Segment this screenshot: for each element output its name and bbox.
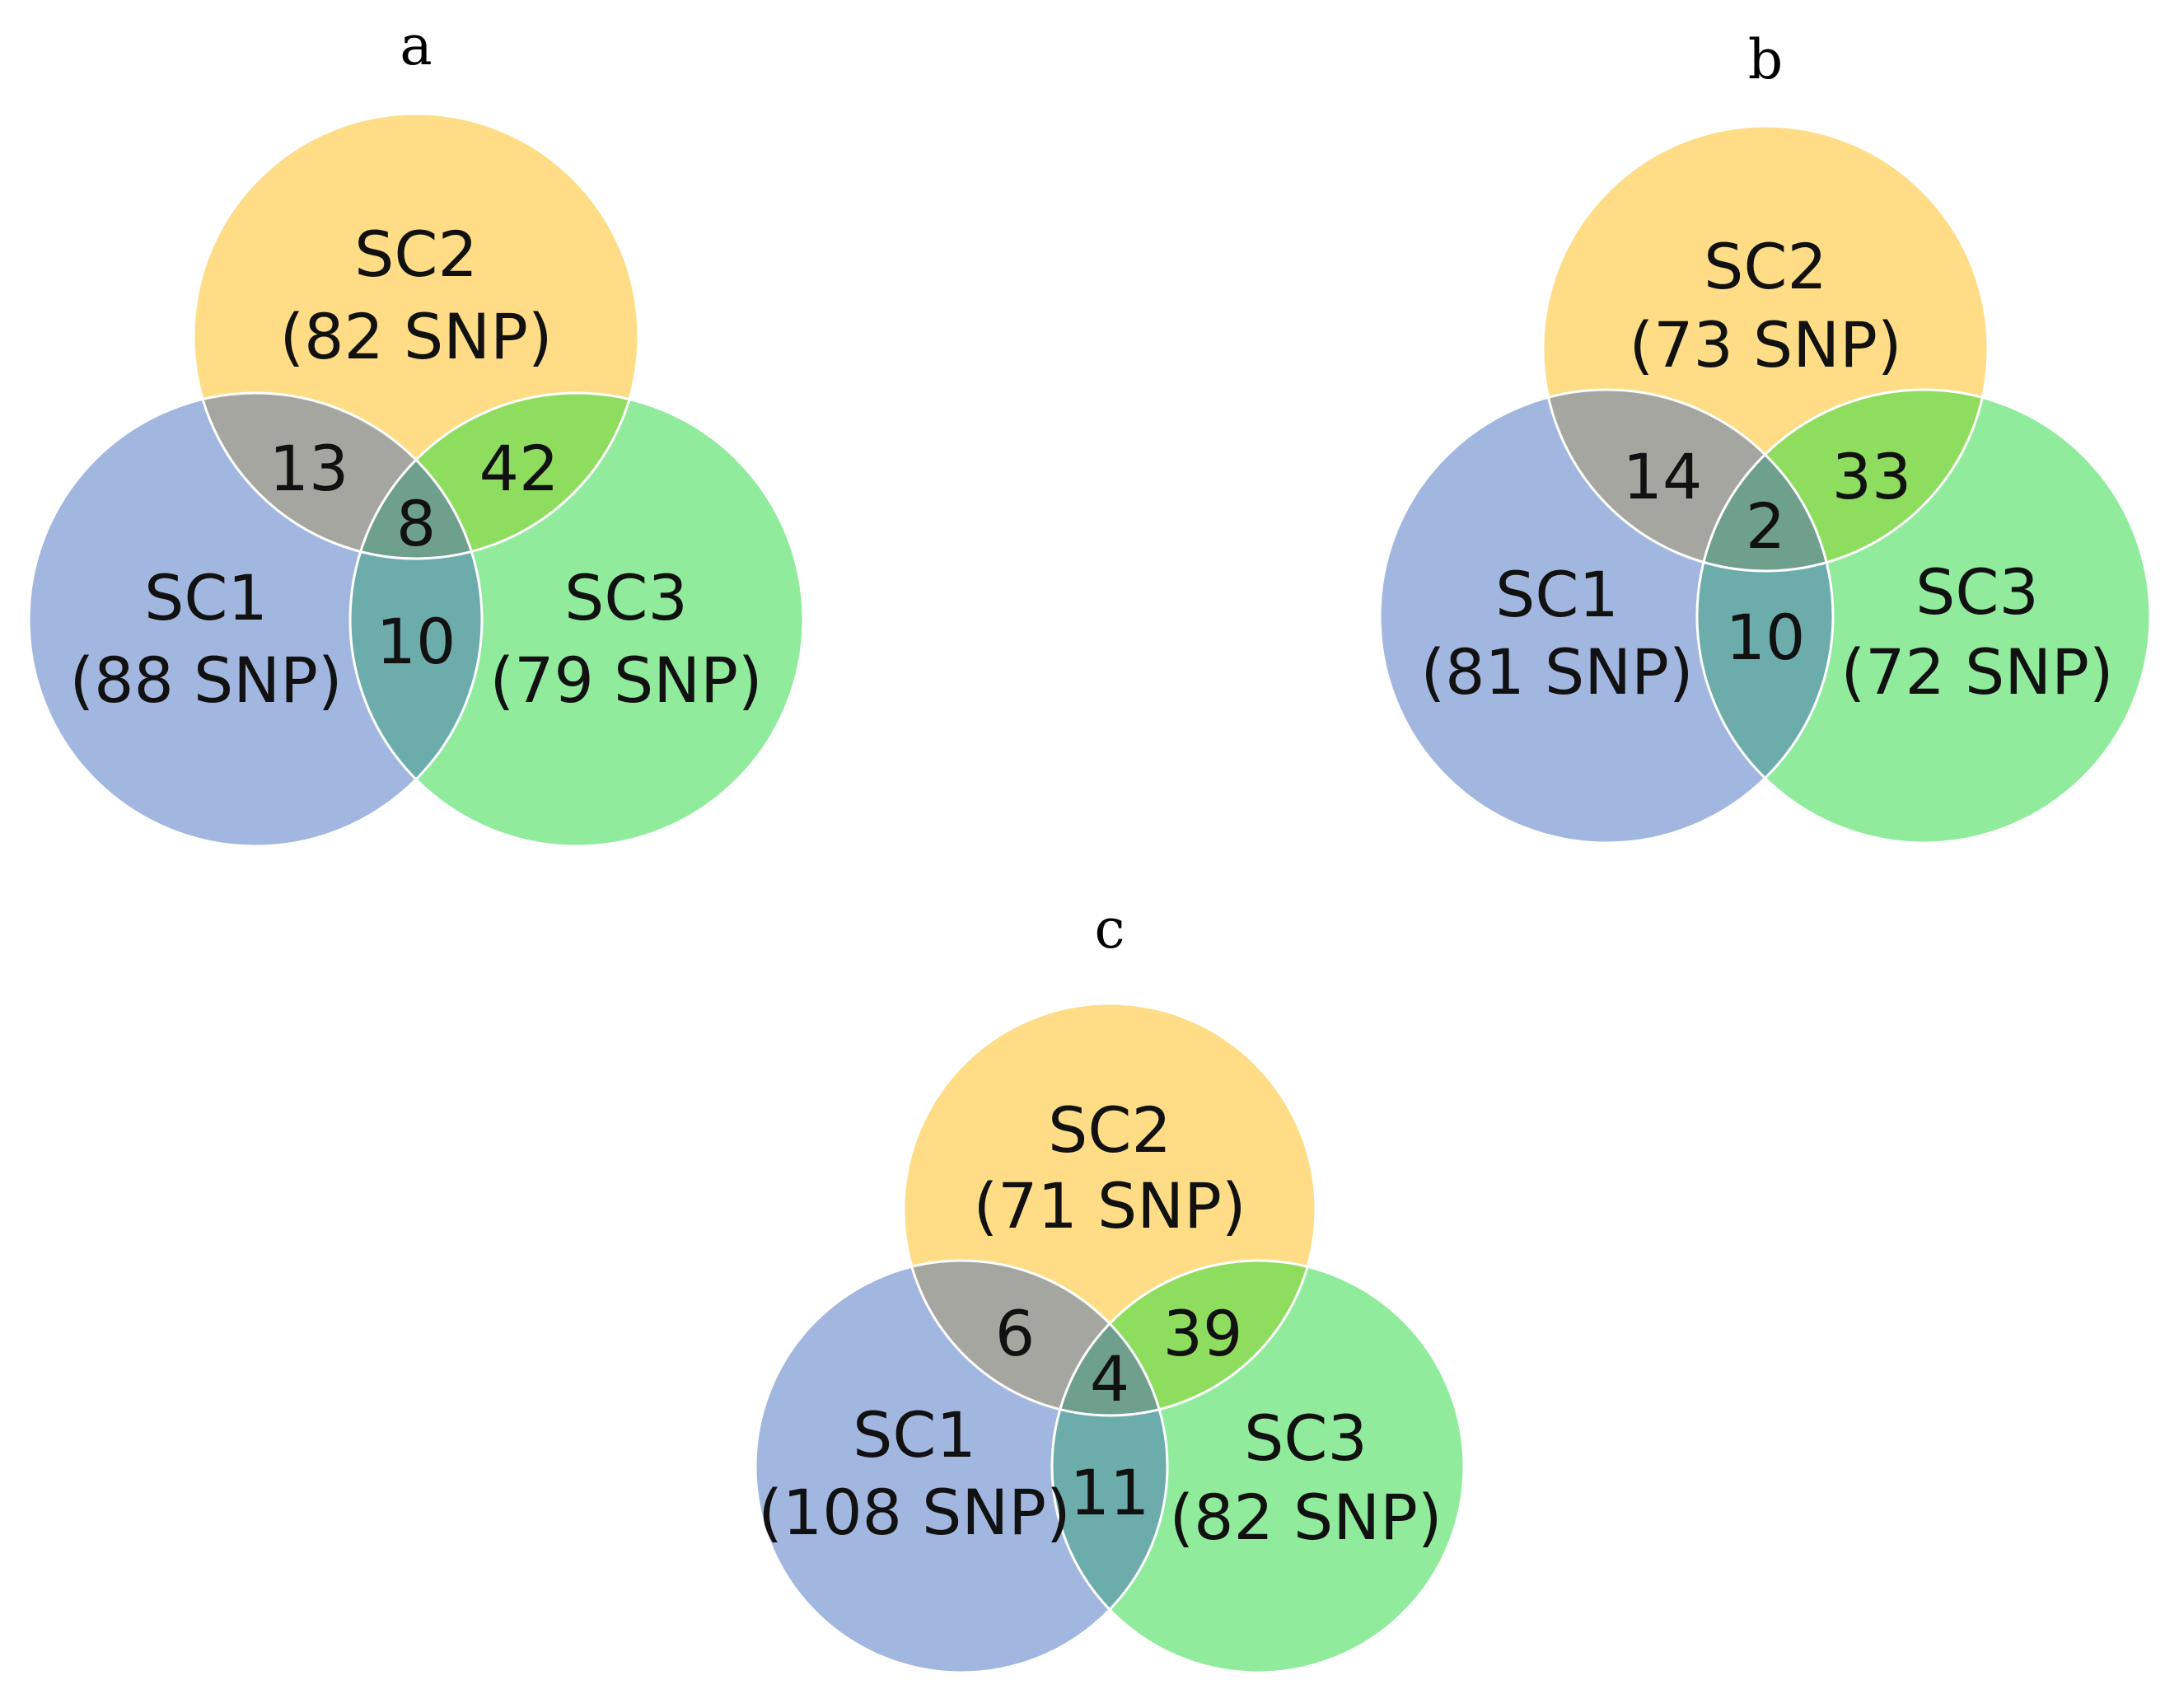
- circle-sc1-edge: [27, 391, 484, 848]
- panel-letter: c: [1095, 897, 1125, 961]
- sc2-count: (73 SNP): [1629, 308, 1901, 381]
- sc2-count: (71 SNP): [973, 1169, 1246, 1242]
- count-sc1-sc3: 10: [1726, 601, 1806, 674]
- count-sc2-sc3: 42: [479, 432, 559, 505]
- count-sc1-sc2: 6: [995, 1297, 1035, 1370]
- count-all: 2: [1746, 489, 1785, 563]
- circle-sc3-edge: [348, 391, 805, 848]
- overlap-sc1-sc2: [904, 1261, 1167, 1416]
- sc3-count: (72 SNP): [1840, 635, 2113, 709]
- circle-sc2-edge: [192, 112, 640, 560]
- circle-sc2-edge: [1541, 124, 1990, 573]
- count-sc1-sc2: 14: [1623, 440, 1703, 513]
- sc1-count: (81 SNP): [1420, 635, 1693, 709]
- overlap-sc2-sc3: [1697, 390, 1988, 571]
- sc3-name: SC3: [1244, 1401, 1368, 1475]
- count-sc1-sc3: 10: [376, 605, 456, 678]
- count-all: 8: [396, 487, 436, 560]
- sc1-count: (88 SNP): [69, 643, 342, 717]
- count-sc2-sc3: 39: [1163, 1297, 1243, 1370]
- circle-sc3-edge: [1695, 388, 2152, 845]
- sc3-count: (79 SNP): [489, 643, 762, 717]
- panel-letter: b: [1748, 28, 1783, 91]
- sc2-name: SC2: [1048, 1093, 1171, 1167]
- count-sc1-sc2: 13: [269, 432, 349, 505]
- count-all: 4: [1090, 1342, 1129, 1416]
- sc2-count: (82 SNP): [279, 300, 552, 373]
- circle-sc1-edge: [754, 1259, 1169, 1674]
- overlap-sc1-sc2: [1543, 390, 1833, 571]
- sc2-name: SC2: [1704, 230, 1827, 303]
- overlap-sc2-sc3: [1052, 1261, 1316, 1416]
- circle-sc1-edge: [1378, 388, 1835, 845]
- circle-sc3-edge: [1050, 1259, 1466, 1674]
- circle-sc2-edge: [902, 1002, 1317, 1417]
- sc1-name: SC1: [144, 561, 268, 634]
- sc1-name: SC1: [1495, 558, 1619, 631]
- sc1-name: SC1: [853, 1398, 976, 1472]
- panel-letter: a: [400, 14, 432, 77]
- overlap-sc1-sc2: [194, 393, 482, 559]
- sc2-name: SC2: [354, 218, 478, 291]
- sc3-count: (82 SNP): [1169, 1481, 1442, 1554]
- sc1-count: (108 SNP): [758, 1476, 1070, 1549]
- count-sc2-sc3: 33: [1832, 440, 1912, 513]
- venn-panel-c: c SC2 (71 SNP) SC1 (108 SNP) SC3 (82 SNP…: [754, 897, 1466, 1674]
- sc3-name: SC3: [1915, 555, 2039, 629]
- venn-panel-b: b SC2 (73 SNP) SC1 (81 SNP) SC3 (72 SNP)…: [1378, 28, 2152, 845]
- overlap-sc2-sc3: [350, 393, 638, 559]
- venn-panel-a: a SC2 (82 SNP) SC1 (88 SNP) SC3 (79 SNP)…: [27, 14, 805, 848]
- sc3-name: SC3: [564, 561, 688, 634]
- count-sc1-sc3: 11: [1070, 1456, 1150, 1529]
